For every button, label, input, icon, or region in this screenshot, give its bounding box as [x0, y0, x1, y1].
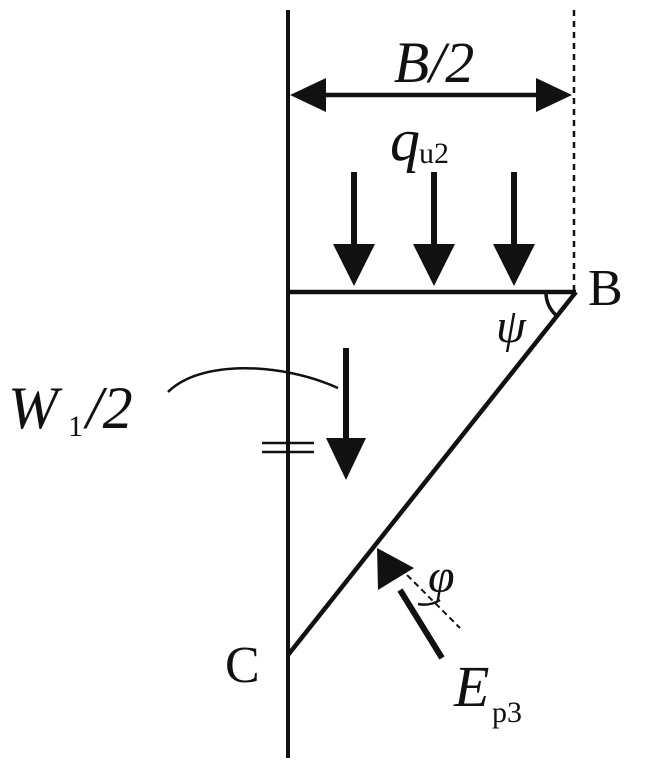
normal-dashed-line: [399, 567, 461, 629]
load-label: q u2: [390, 107, 449, 173]
weight-leader: [167, 367, 339, 393]
load-symbol: q: [390, 107, 420, 173]
width-dimension-arrow: [290, 78, 572, 112]
load-subscript: u2: [419, 137, 449, 170]
load-arrow: [333, 172, 375, 286]
load-arrow: [493, 172, 535, 286]
distributed-load-arrows: [333, 172, 535, 286]
slip-line-bc: [286, 290, 578, 657]
weight-arrow: [326, 348, 366, 480]
angle-phi-label: φ: [428, 550, 455, 603]
point-b-label: B: [588, 260, 623, 317]
weight-subscript: 1: [68, 410, 83, 443]
load-arrow: [413, 172, 455, 286]
symmetry-marks: [262, 441, 314, 454]
angle-psi-label: ψ: [496, 300, 527, 353]
point-c-label: C: [225, 637, 260, 694]
angle-psi-arc: [544, 291, 559, 318]
pressure-symbol: E: [453, 654, 489, 719]
weight-symbol: W: [8, 375, 63, 441]
width-label: B/2: [394, 30, 475, 95]
pressure-subscript: p3: [492, 696, 522, 729]
weight-label: W 1 /2: [8, 375, 133, 443]
angle-phi-arc: [417, 598, 441, 606]
weight-suffix: /2: [83, 375, 133, 441]
passive-pressure-arrow: [377, 548, 445, 660]
pressure-label: E p3: [453, 654, 522, 729]
